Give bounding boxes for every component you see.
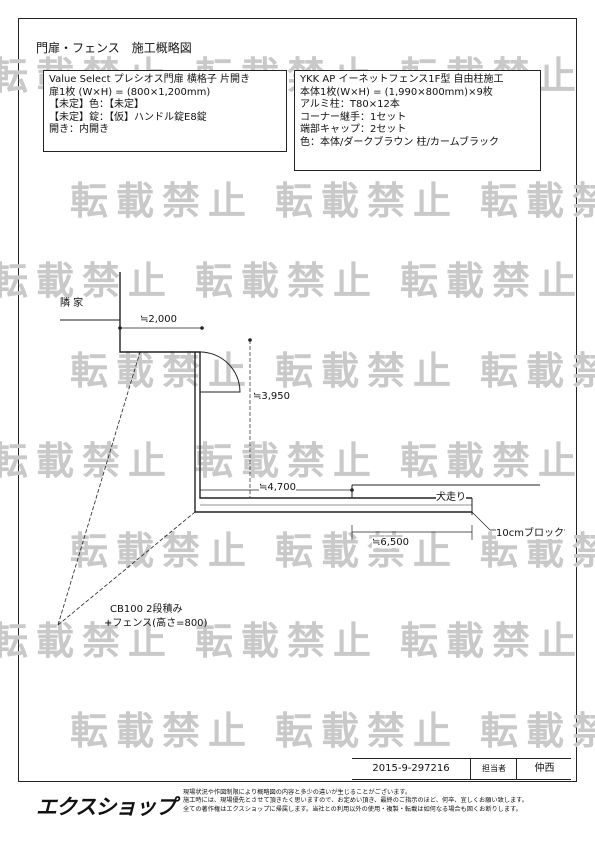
dim-3950-label: ≒3,950 xyxy=(253,391,291,402)
fence-line xyxy=(194,352,472,513)
fence-spec-line: 色：本体/ダークブラウン 柱/カームブラック xyxy=(300,136,500,148)
dim-2000-label: ≒2,000 xyxy=(140,314,178,325)
fence-spec-line: アルミ柱：T80×12本 xyxy=(300,99,400,110)
footer-note-line: 現場状況や作図制限により概略図の内容と多少の違いが生じることがございます。 xyxy=(183,789,412,796)
fence-spec-line: コーナー継手：1セット xyxy=(300,111,407,123)
cb-note-line1: CB100 2段積み xyxy=(110,604,183,615)
house-wall xyxy=(119,272,472,499)
gate-spec-box: Value Select プレシオス門扉 横格子 片開き 扉1枚 (W×H) =… xyxy=(43,70,287,152)
gate-swing-arc xyxy=(199,351,241,393)
cb-leader-2 xyxy=(57,511,196,626)
gate-spec-line: 扉1枚 (W×H) = (800×1,200mm) xyxy=(49,86,211,98)
footer-note-line: 施工時には、現場優先とさせて頂きたく思いますので、お定めい頂き、最終のご指示のほ… xyxy=(183,797,528,805)
fence-spec-line: 本体1枚(W×H) = (1,990×800mm)×9枚 xyxy=(300,86,493,98)
footer-notes: 現場状況や作図制限により概略図の内容と多少の違いが生じることがございます。 施工… xyxy=(183,789,528,814)
footer-note-line: 全ての著作権はエクスショップに帰属します。当社との利用以外の使用・複製・転載は如… xyxy=(183,805,522,813)
fence-spec-line: YKK AP イーネットフェンス1F型 自由柱施工 xyxy=(300,74,504,85)
dim-4700-label: ≒4,700 xyxy=(259,482,297,493)
footer-band: エクスショップ 現場状況や作図制限により概略図の内容と多少の違いが生じることがご… xyxy=(18,781,577,826)
cb-note-line2: +フェンス(高さ=800) xyxy=(104,618,208,629)
staff-label: 担当者 xyxy=(470,759,517,779)
fence-spec-line: 端部キャップ：2セット xyxy=(300,124,407,135)
gate-spec-line: 【未定】錠：【仮】ハンドル錠E8錠 xyxy=(49,111,207,123)
doc-id: 2015-9-297216 xyxy=(372,763,450,774)
gate-spec-line: Value Select プレシオス門扉 横格子 片開き xyxy=(49,74,251,85)
block-leader xyxy=(471,511,491,531)
gate-spec-line: 【未定】色：【未定】 xyxy=(49,99,144,110)
gate-spec-line: 開き：内開き xyxy=(49,124,109,135)
dim-dot xyxy=(118,326,122,330)
footer-meta-table: 2015-9-297216 担当者 仲西 xyxy=(352,758,571,780)
dim-dot xyxy=(200,326,204,330)
fence-spec-box: YKK AP イーネットフェンス1F型 自由柱施工 本体1枚(W×H) = (1… xyxy=(294,70,541,171)
dim-6500-label: ≒6,500 xyxy=(372,537,410,548)
staff-name: 仲西 xyxy=(516,759,572,779)
block-label: 10cmブロック xyxy=(496,524,564,539)
dim-dot xyxy=(350,488,354,492)
company-logo: エクスショップ xyxy=(36,795,176,819)
neighbor-label: 隣 家 xyxy=(60,298,84,309)
dim-dot xyxy=(248,338,252,342)
page-title: 門扉・フェンス 施工概略図 xyxy=(36,41,192,55)
dog-run-label: 犬走り xyxy=(436,488,466,503)
cb-leader-1 xyxy=(57,351,141,626)
